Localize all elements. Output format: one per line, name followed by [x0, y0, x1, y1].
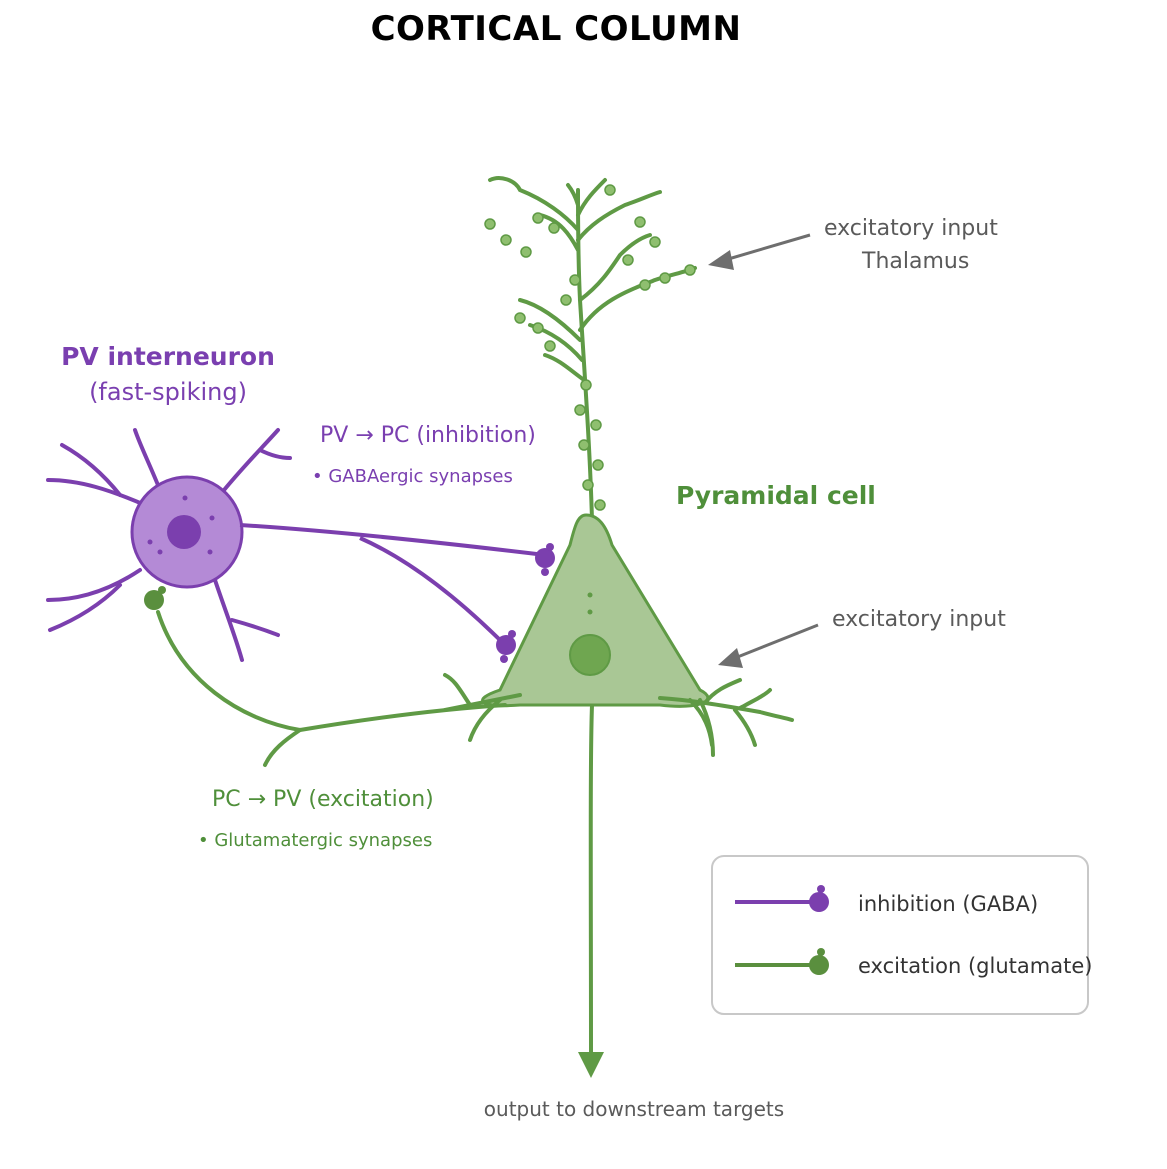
dendritic-spines — [484, 184, 696, 511]
basal-dendrites — [443, 673, 794, 757]
excitatory-input-label: excitatory input — [832, 607, 1006, 632]
pv-axon-upper — [239, 523, 546, 557]
thalamus-input-arrow — [708, 233, 811, 270]
pv-interneuron — [46, 428, 555, 663]
pv-nucleus — [167, 515, 201, 549]
legend-inhibition-label: inhibition (GABA) — [858, 892, 1038, 916]
pv-axon-lower — [359, 536, 507, 647]
legend-box — [711, 855, 1089, 1015]
pv-to-pc-label: PV → PC (inhibition) — [320, 423, 536, 448]
diagram-title: CORTICAL COLUMN — [371, 9, 742, 49]
pc-to-pv-label: PC → PV (excitation) — [212, 787, 434, 812]
pyramidal-nucleus — [569, 634, 611, 676]
legend-excitation-label: excitation (glutamate) — [858, 954, 1092, 978]
legend-inhibition-swatch — [735, 885, 829, 912]
output-label: output to downstream targets — [484, 1097, 784, 1121]
excitatory-input-arrow — [718, 623, 819, 668]
pyramidal-cell-label: Pyramidal cell — [676, 481, 876, 510]
pyramidal-soma — [481, 513, 710, 708]
legend: inhibition (GABA) excitation (glutamate) — [711, 855, 1092, 1015]
pv-to-pc-sub-label: • GABAergic synapses — [312, 466, 513, 487]
apical-dendrite — [488, 176, 697, 522]
output-arrowhead — [578, 1052, 604, 1078]
gabaergic-bouton-lower — [496, 635, 516, 655]
axon-collateral-to-pv — [156, 610, 507, 733]
pyramidal-axon — [588, 704, 594, 1061]
thalamus-input-label-line1: excitatory input — [824, 216, 998, 241]
pv-dendrites — [46, 428, 292, 662]
thalamus-input-label-line2: Thalamus — [861, 249, 969, 274]
glutamatergic-bouton — [144, 590, 164, 610]
pv-name-label-line2: (fast-spiking) — [89, 378, 247, 406]
legend-excitation-swatch — [735, 948, 829, 975]
gabaergic-bouton-upper — [535, 548, 555, 568]
pyramidal-cell — [144, 176, 794, 1078]
pc-to-pv-sub-label: • Glutamatergic synapses — [198, 830, 432, 851]
pv-name-label-line1: PV interneuron — [61, 342, 275, 371]
